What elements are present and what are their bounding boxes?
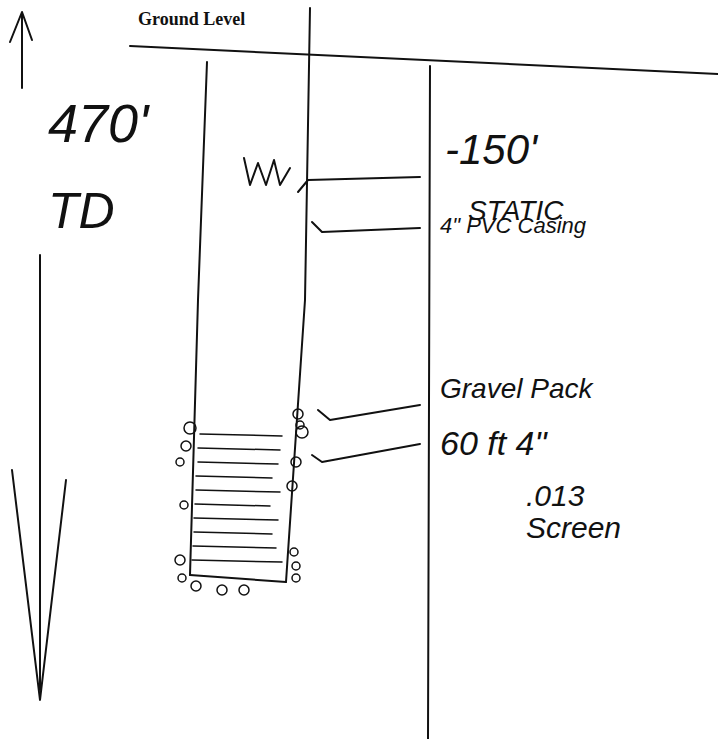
casing-bottom bbox=[190, 575, 286, 582]
static-depth: -150' bbox=[445, 128, 537, 172]
casing-wall bbox=[190, 62, 207, 575]
arrow-head bbox=[12, 470, 66, 700]
gravel-pack bbox=[175, 409, 308, 595]
leader-line bbox=[312, 222, 420, 232]
ground-line bbox=[130, 46, 718, 74]
leader-line bbox=[298, 177, 420, 192]
leader-line bbox=[318, 405, 420, 420]
depth-value: 470' bbox=[48, 95, 148, 152]
divider-line bbox=[428, 66, 430, 739]
screen-slot-label: .013 Screen bbox=[526, 480, 636, 543]
ground-label: Ground Level bbox=[138, 10, 245, 29]
water-level-mark bbox=[244, 158, 290, 185]
depth-arrow bbox=[21, 14, 23, 88]
depth-arrow bbox=[39, 255, 41, 690]
screen-length: 60 ft 4" bbox=[440, 426, 547, 462]
leader-line bbox=[312, 444, 420, 462]
depth-label: TD bbox=[48, 185, 115, 238]
gravel-label: Gravel Pack bbox=[440, 374, 593, 403]
arrow-head bbox=[10, 12, 32, 42]
casing-label: 4" PVC Casing bbox=[440, 214, 586, 237]
casing-wall bbox=[286, 8, 310, 582]
screen-slots bbox=[192, 434, 282, 562]
